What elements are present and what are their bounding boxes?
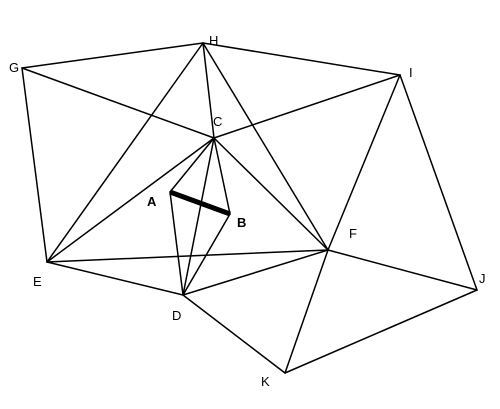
edge-c-b: [213, 137, 231, 215]
node-label-i: I: [409, 65, 413, 80]
node-label-e: E: [33, 274, 42, 289]
edge-c-f: [213, 137, 329, 251]
labels-layer: A B C D E F G H I J K: [9, 33, 486, 389]
edge-f-k: [284, 249, 329, 374]
node-label-d: D: [172, 308, 181, 323]
node-label-j: J: [479, 271, 486, 286]
edge-a-d: [169, 191, 184, 296]
edge-c-a: [169, 137, 215, 193]
edge-c-i: [213, 74, 401, 139]
edge-c-d: [182, 137, 215, 296]
edge-g-h: [21, 42, 204, 69]
node-label-f: F: [349, 226, 357, 241]
edges-layer: [21, 42, 478, 374]
edge-h-c: [202, 42, 215, 139]
node-label-g: G: [9, 60, 19, 75]
edge-e-d: [46, 261, 184, 296]
edge-k-j: [284, 289, 478, 374]
node-label-c: C: [213, 114, 222, 129]
highlight-layer: [169, 189, 231, 217]
edge-c-e: [46, 137, 215, 263]
edge-g-c: [21, 67, 215, 139]
edge-h-e: [46, 42, 204, 263]
edge-i-f: [327, 74, 401, 251]
edge-d-f: [182, 249, 329, 296]
edge-e-f: [46, 249, 329, 263]
node-label-k: K: [261, 374, 270, 389]
edge-b-d: [182, 213, 231, 296]
edge-d-k: [182, 294, 286, 374]
node-label-h: H: [209, 33, 218, 48]
edge-g-e: [21, 67, 48, 263]
edge-h-f: [202, 42, 329, 251]
node-label-a: A: [147, 194, 157, 209]
edge-i-j: [399, 74, 478, 291]
edge-h-i: [202, 42, 401, 76]
node-label-b: B: [237, 215, 246, 230]
edge-f-j: [327, 249, 478, 291]
highlighted-edge-a-b: [169, 189, 231, 217]
